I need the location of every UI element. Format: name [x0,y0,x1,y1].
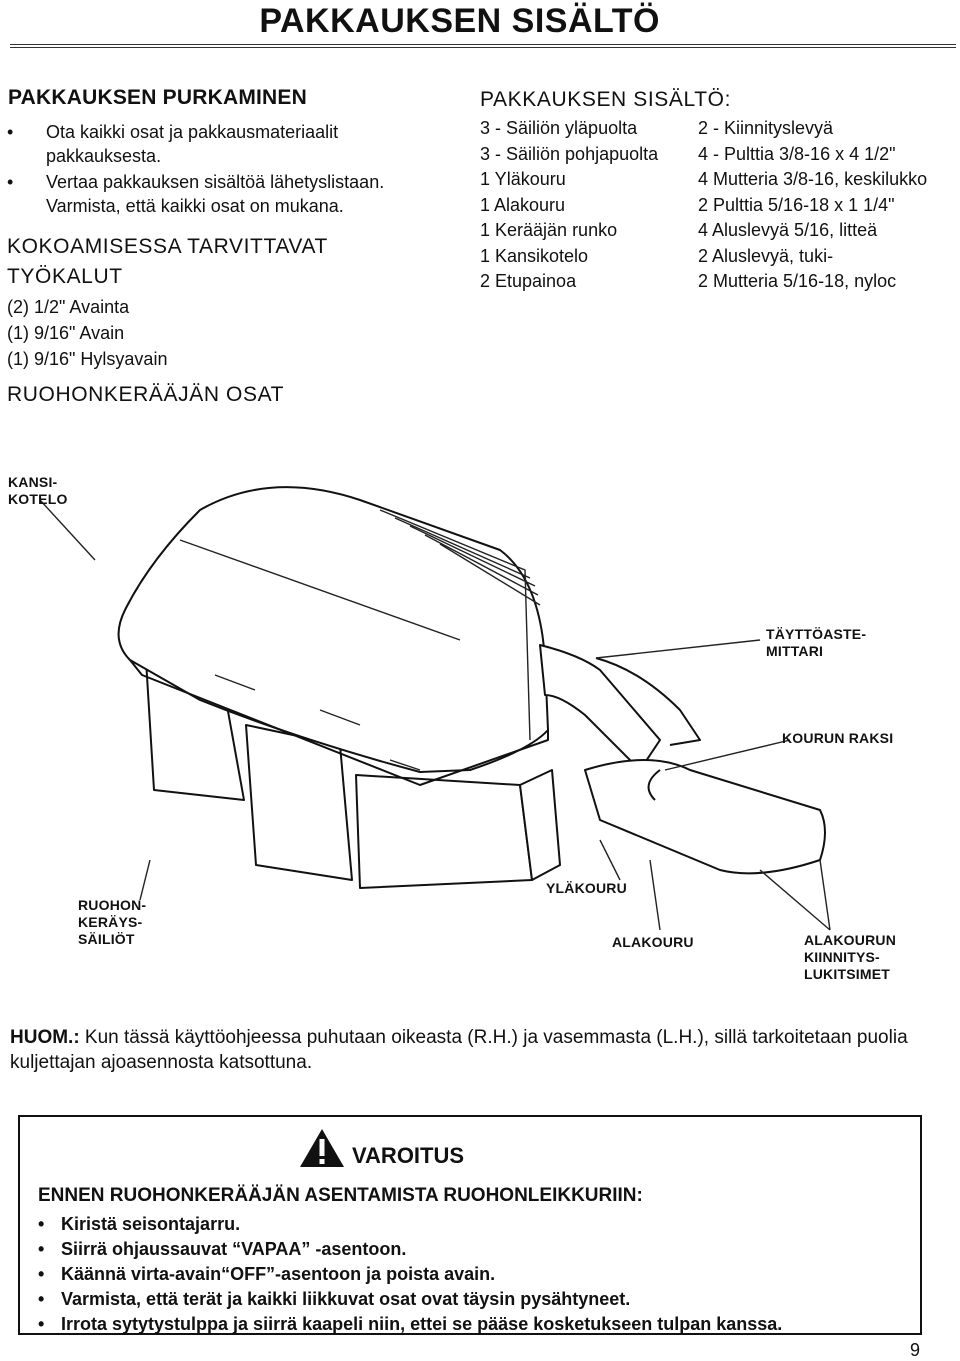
callout-text: SÄILIÖT [78,931,135,947]
contents-item: 2 Etupainoa [480,271,577,291]
callout-containers: RUOHON- KERÄYS- SÄILIÖT [78,897,146,948]
chute-latch [647,769,661,801]
lower-chute [584,759,826,875]
tools-heading: KOKOAMISESSA TARVITTAVAT TYÖKALUT [7,232,328,292]
contents-item: 1 Kerääjän runko [480,220,618,240]
contents-item: 3 - Säiliön pohjapuolta [480,143,659,164]
warning-triangle-icon [300,1129,344,1167]
warning-item: Siirrä ohjaussauvat “VAPAA” -asentoon. [38,1237,782,1262]
contents-item: 4 - Pulttia 3/8-16 x 4 1/2" [698,143,896,164]
cover-rib [379,509,531,741]
warning-item: Käännä virta-avain“OFF”-asentoon ja pois… [38,1262,782,1287]
note-label: HUOM.: [10,1027,80,1048]
fill-level-gauge [595,657,701,746]
tool-item: (2) 1/2" Avainta [7,297,130,317]
note-text: Kun tässä käyttöohjeessa puhutaan oikeas… [10,1027,908,1073]
callout-chute-latch: KOURUN RAKSI [782,730,894,746]
leader-line [595,639,761,659]
cover-rib [409,525,536,587]
leader-line [39,499,96,561]
cover-rib [424,534,539,596]
leader-line [664,739,791,771]
contents-item: 2 Pulttia 5/16-18 x 1 1/4" [698,194,895,215]
callout-text: TÄYTTÖASTE- [766,626,867,642]
callout-text: KIINNITYS- [804,949,880,965]
warning-item: Varmista, että terät ja kaikki liikkuvat… [38,1287,782,1312]
unpacking-list: Ota kaikki osat ja pakkausmateriaalit pa… [7,120,417,220]
unpacking-item: Vertaa pakkauksen sisältöä lähetyslistaa… [7,170,417,218]
leader-line [649,859,661,931]
tools-heading-line: TYÖKALUT [7,265,123,288]
contents-item: 2 - Kiinnityslevyä [698,118,834,138]
tools-list: (2) 1/2" Avainta (1) 9/16" Avain (1) 9/1… [7,294,167,372]
page-title: PAKKAUKSEN SISÄLTÖ [259,2,660,40]
warning-box: VAROITUS ENNEN RUOHONKERÄÄJÄN ASENTAMIST… [18,1115,922,1337]
callout-text: KANSI- [8,474,58,490]
tool-item: (1) 9/16" Hylsyavain [7,349,168,369]
callout-text: LUKITSIMET [804,966,890,982]
contents-heading: PAKKAUKSEN SISÄLTÖ: [480,88,732,111]
callout-text: MITTARI [766,643,824,659]
contents-item: 1 Kansikotelo [480,245,589,266]
cover-rim [129,659,549,786]
cover-rib [439,543,541,606]
contents-item: 4 Mutteria 3/8-16, keskilukko [698,169,928,189]
callout-text: RUOHON- [78,897,147,913]
warning-item: Irrota sytytystulppa ja siirrä kaapeli n… [38,1312,782,1337]
parts-heading: RUOHONKERÄÄJÄN OSAT [7,383,285,406]
leader-line [139,859,151,901]
upper-chute [539,644,661,771]
leader-line [599,839,621,881]
cover-rib [179,539,461,641]
bagger-parts-illustration [39,486,831,931]
contents-item: 1 Yläkouru [480,169,566,189]
contents-item: 1 Alakouru [480,194,566,215]
callout-text: ALAKOURUN [804,932,897,948]
callout-text: KOTELO [8,491,68,507]
unpacking-item: Ota kaikki osat ja pakkausmateriaalit pa… [7,120,417,168]
contents-table: 3 - Säiliön yläpuolta 3 - Säiliön pohjap… [480,116,927,295]
note-paragraph: HUOM.: Kun tässä käyttöohjeessa puhutaan… [10,1025,950,1075]
contents-item: 3 - Säiliön yläpuolta [480,118,638,138]
callout-lower-chute-latches: ALAKOURUN KIINNITYS- LUKITSIMET [804,932,896,983]
warning-title-row: VAROITUS [298,1127,464,1169]
callout-upper-chute: YLÄKOURU [546,880,627,896]
tool-item: (1) 9/16" Avain [7,323,125,343]
warning-title: VAROITUS [352,1143,465,1168]
leader-line [759,859,831,931]
warning-item: Kiristä seisontajarru. [38,1212,782,1237]
warning-heading: ENNEN RUOHONKERÄÄJÄN ASENTAMISTA RUOHONL… [38,1185,643,1206]
contents-item: 4 Aluslevyä 5/16, litteä [698,220,878,240]
header-rule-2 [10,47,956,48]
unpacking-heading: PAKKAUKSEN PURKAMINEN [8,86,307,109]
container-bin-side [519,769,561,881]
callout-text: KERÄYS- [78,914,143,930]
header-rule [10,44,956,45]
cover-rib [214,674,421,771]
callout-fill-gauge: TÄYTTÖASTE- MITTARI [766,626,866,660]
contents-item: 2 Aluslevyä, tuki- [698,245,834,266]
cover-rib [394,517,531,579]
callout-lower-chute: ALAKOURU [612,934,694,950]
cover-housing [117,486,549,773]
container-bin [355,774,533,889]
page-number: 9 [909,1340,920,1360]
tools-heading-line: KOKOAMISESSA TARVITTAVAT [7,235,328,258]
callout-cover-housing: KANSI- KOTELO [8,474,68,508]
contents-item: 2 Mutteria 5/16-18, nyloc [698,271,897,291]
contents-right-column: 2 - Kiinnityslevyä 4 - Pulttia 3/8-16 x … [698,116,927,295]
warning-list: Kiristä seisontajarru. Siirrä ohjaussauv… [38,1212,782,1337]
contents-left-column: 3 - Säiliön yläpuolta 3 - Säiliön pohjap… [480,116,698,295]
